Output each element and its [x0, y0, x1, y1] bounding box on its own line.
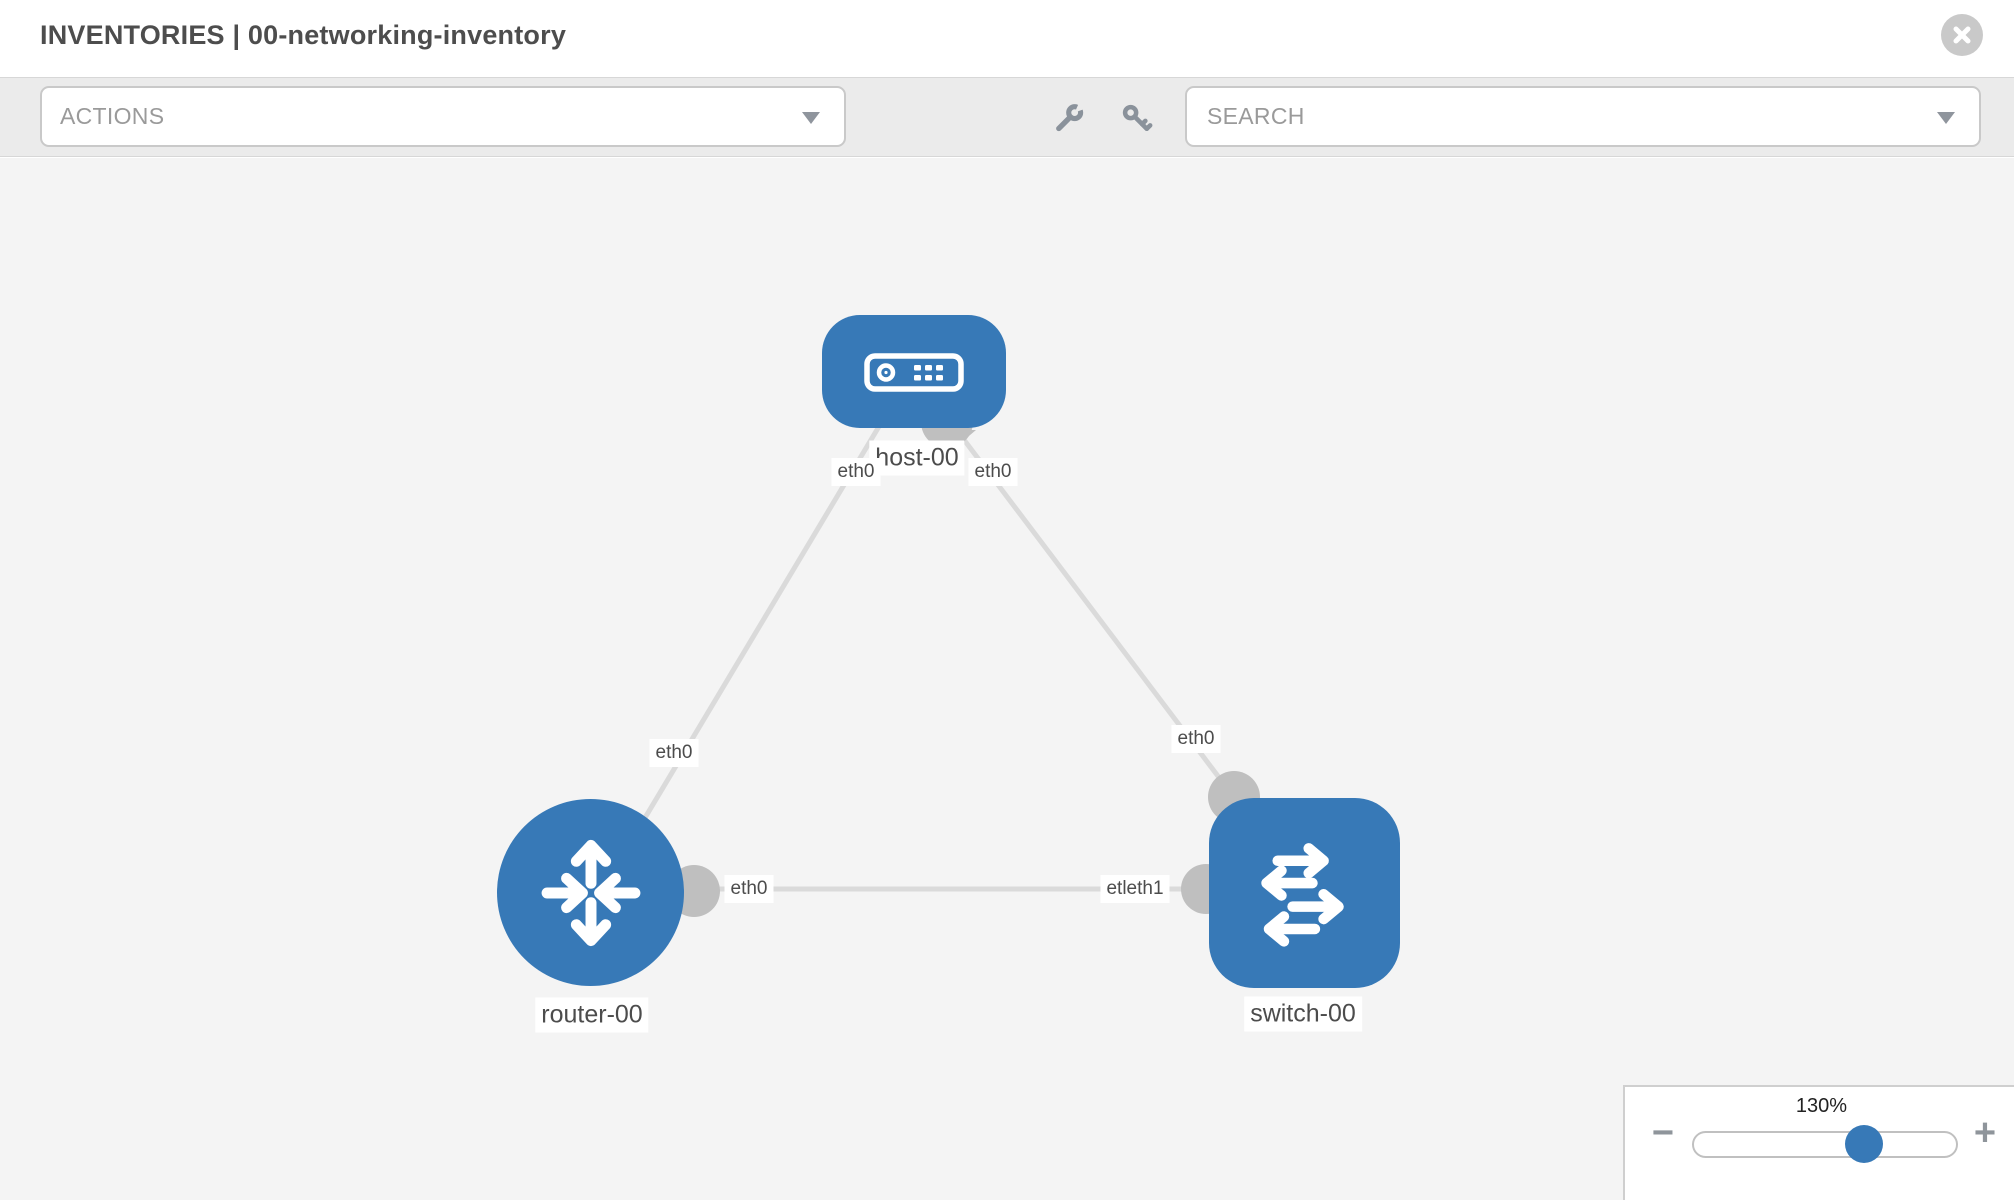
node-switch-00[interactable]: [1209, 798, 1400, 988]
zoom-in-button[interactable]: +: [1965, 1113, 2005, 1153]
node-label-host: host-00: [869, 440, 965, 476]
window-header: INVENTORIES | 00-networking-inventory: [0, 0, 2014, 77]
search-input[interactable]: [1207, 103, 1979, 130]
node-host-00[interactable]: [822, 315, 1006, 428]
zoom-slider-track[interactable]: [1692, 1131, 1958, 1158]
key-icon: [1122, 104, 1153, 132]
toolbar: ACTIONS: [0, 77, 2014, 157]
wrench-icon: [1056, 104, 1084, 132]
search-combobox: [1185, 86, 1981, 147]
actions-dropdown[interactable]: ACTIONS: [40, 86, 846, 147]
if-label-switch-eth1-left: etleth1: [1100, 875, 1170, 903]
zoom-out-button[interactable]: −: [1643, 1113, 1683, 1153]
host-icon: [864, 352, 964, 392]
page-title: INVENTORIES | 00-networking-inventory: [40, 20, 567, 50]
topology-canvas[interactable]: host-00 router-00 switch-00 eth0 eth0 et…: [0, 158, 2014, 1200]
node-router-00[interactable]: [497, 799, 684, 986]
if-label-router-eth0-top: eth0: [649, 739, 699, 767]
close-button[interactable]: [1941, 14, 1983, 56]
node-label-router: router-00: [535, 997, 649, 1033]
actions-dropdown-label: ACTIONS: [60, 103, 165, 129]
credentials-button[interactable]: [1120, 102, 1154, 136]
zoom-slider-thumb[interactable]: [1845, 1125, 1883, 1163]
close-icon: [1953, 26, 1971, 44]
topology-links: [612, 406, 1238, 892]
if-label-host-eth0-right: eth0: [968, 458, 1018, 486]
switch-icon: [1260, 843, 1344, 947]
if-label-router-eth0-right: eth0: [724, 875, 774, 903]
zoom-control-panel: 130% − +: [1623, 1085, 2014, 1200]
if-label-switch-eth0-top: eth0: [1171, 725, 1221, 753]
if-label-host-eth0-left: eth0: [831, 458, 881, 486]
zoom-level-value: 130%: [1795, 1095, 1848, 1117]
chevron-down-icon: [1937, 112, 1955, 124]
node-label-switch: switch-00: [1244, 996, 1362, 1032]
router-icon: [541, 839, 640, 946]
tools-button[interactable]: [1052, 102, 1086, 136]
chevron-down-icon: [802, 112, 820, 124]
